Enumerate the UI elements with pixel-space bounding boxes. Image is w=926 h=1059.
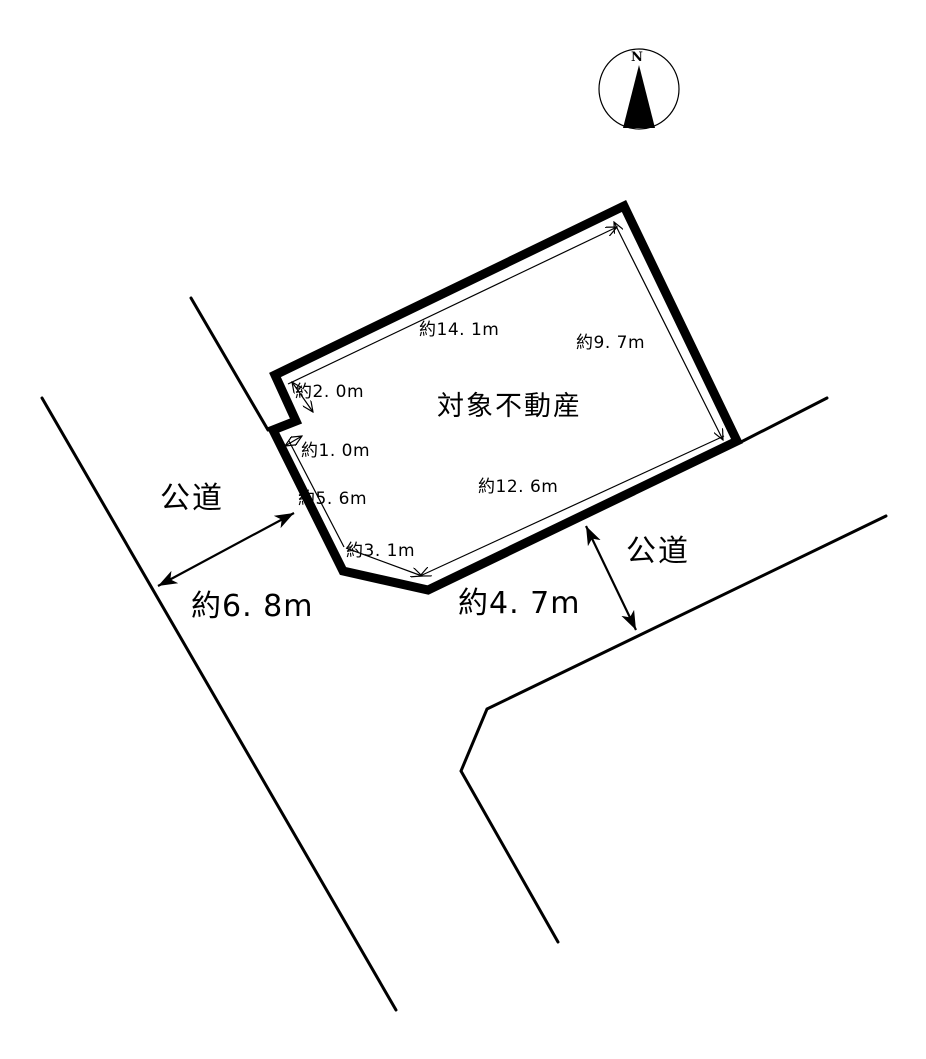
south-road-width-label: 約4. 7m (458, 586, 581, 621)
north-arrow-icon (598, 48, 680, 130)
west-road-inner-edge-upper (189, 296, 270, 432)
dim-label-east: 約9. 7m (576, 333, 645, 353)
south-road-width-arrow (585, 525, 637, 631)
compass-north-label: N (631, 50, 643, 65)
dim-label-southwest: 約3. 1m (346, 541, 415, 561)
dim-south (420, 435, 725, 576)
west-road-width-arrow (157, 512, 295, 587)
lot-boundary (266, 199, 744, 595)
south-road-outer-edge (459, 514, 888, 944)
dim-east (614, 222, 723, 440)
dim-west-notch (292, 382, 313, 412)
dim-notch-step (285, 436, 302, 446)
dim-label-north: 約14. 1m (419, 320, 500, 340)
dimension-lines (285, 222, 725, 576)
west-road-label: 公道 (160, 481, 224, 516)
road-edges (40, 296, 888, 1012)
dim-north (287, 227, 617, 385)
west-road-outer-edge (40, 396, 398, 1012)
west-road-width-label: 約6. 8m (191, 589, 314, 624)
dim-label-south: 約12. 6m (478, 477, 559, 497)
south-road-label: 公道 (626, 534, 690, 569)
dim-label-notch-step: 約1. 0m (301, 441, 370, 461)
dim-label-west-notch: 約2. 0m (295, 382, 364, 402)
south-road-inner-edge-right (739, 396, 829, 444)
dim-label-west-lower: 約5. 6m (298, 489, 367, 509)
dim-southwest (345, 547, 422, 576)
property-label: 対象不動産 (437, 391, 582, 422)
dim-west-lower (288, 440, 345, 548)
